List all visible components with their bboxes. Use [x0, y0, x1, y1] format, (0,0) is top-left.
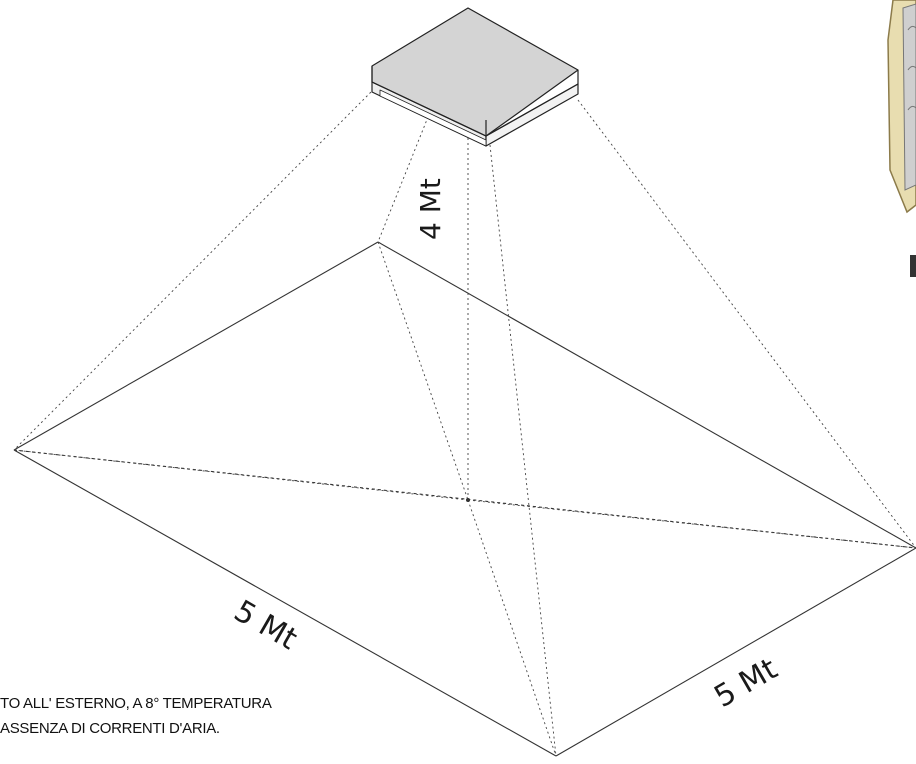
projection-lines	[13, 84, 916, 757]
ceiling-device	[371, 7, 579, 147]
side-left-dimension-label: 5 Mt	[228, 594, 303, 658]
note-line-1: TO ALL' ESTERNO, A 8° TEMPERATURA	[0, 695, 272, 712]
note-line-2: ASSENZA DI CORRENTI D'ARIA.	[0, 720, 220, 737]
height-dimension-label: 4 Mt	[414, 178, 447, 240]
floor-center-point	[466, 498, 470, 502]
cropped-device-image	[887, 0, 916, 277]
